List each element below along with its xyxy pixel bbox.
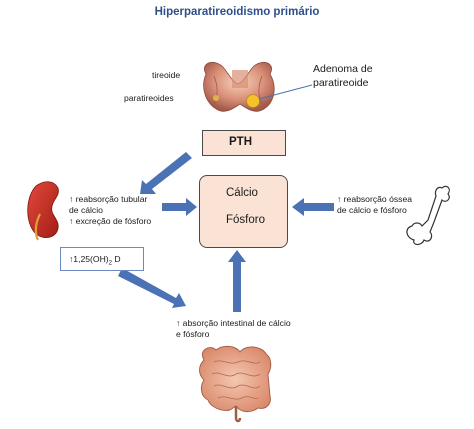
arrow-kidney-to-box	[162, 198, 197, 216]
kidney-line2: de cálcio	[69, 205, 103, 215]
bone-line2: de cálcio e fósforo	[337, 205, 407, 215]
gut-line1: ↑ absorção intestinal de cálcio	[176, 318, 291, 328]
bone-effects-text: ↑ reabsorção óssea de cálcio e fósforo	[337, 194, 412, 216]
label-paratireoides: paratireoides	[124, 93, 174, 103]
pth-box: PTH	[202, 130, 286, 156]
calcium-phosphorus-box: Cálcio Fósforo	[199, 175, 288, 248]
kidney-line3: ↑ excreção de fósforo	[69, 216, 152, 226]
adenoma-pointer	[258, 84, 313, 100]
phosphorus-label: Fósforo	[226, 214, 265, 226]
thyroid-image	[203, 61, 275, 112]
intestine-image	[199, 345, 272, 423]
vitamin-d-box: ↑1,25(OH)2 D	[60, 247, 144, 271]
flow-arrows	[118, 152, 334, 312]
label-adenoma-line1: Adenoma de	[313, 63, 373, 75]
diagram-title: Hiperparatireoidismo primário	[154, 6, 320, 18]
pth-label: PTH	[229, 136, 252, 148]
gut-effects-text: ↑ absorção intestinal de cálcio e fósfor…	[176, 318, 291, 340]
vitamin-d-prefix: ↑1,25(OH)	[69, 254, 109, 264]
gut-line2: e fósforo	[176, 329, 210, 339]
arrow-vitd-to-gut	[118, 268, 186, 308]
label-tireoide: tireoide	[152, 70, 181, 80]
arrow-bone-to-box	[292, 198, 334, 216]
kidney-image	[27, 181, 59, 241]
calcium-label: Cálcio	[226, 187, 258, 199]
vitamin-d-suffix: D	[111, 254, 121, 264]
kidney-line1: ↑ reabsorção tubular	[69, 194, 148, 204]
vitamin-d-label: ↑1,25(OH)2 D	[69, 254, 121, 270]
vitamin-d-subscript: 2	[108, 260, 112, 267]
bone-image	[406, 185, 450, 246]
adenoma-dot	[246, 94, 260, 108]
kidney-effects-text: ↑ reabsorção tubular de cálcio ↑ excreçã…	[69, 194, 151, 227]
label-adenoma-line2: paratireoide	[313, 77, 369, 89]
bone-line1: ↑ reabsorção óssea	[337, 194, 412, 204]
arrow-pth-to-kidney	[140, 152, 192, 194]
arrow-gut-to-box	[228, 250, 246, 312]
label-adenoma: Adenoma de paratireoide	[313, 62, 373, 90]
